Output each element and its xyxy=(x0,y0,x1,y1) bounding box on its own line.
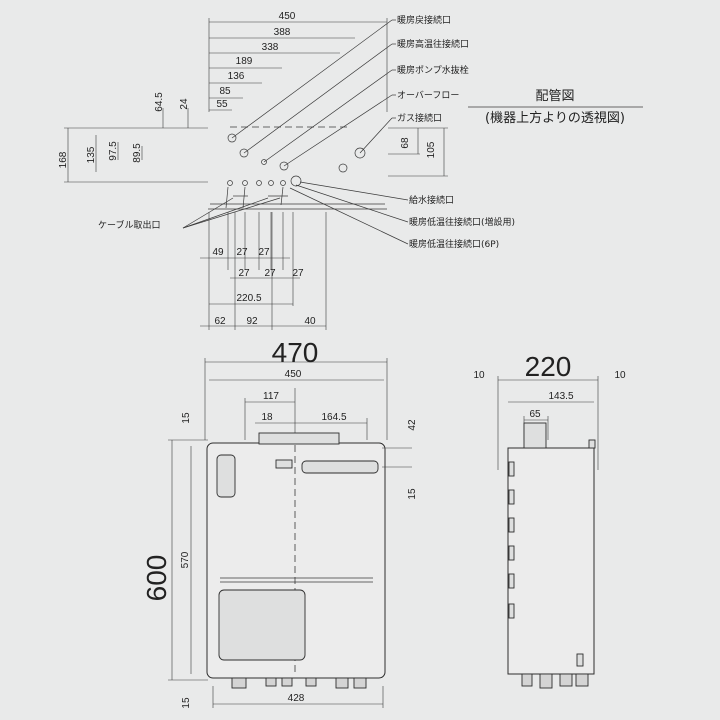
gas-port-circle-2 xyxy=(354,147,366,159)
dim-27-b: 27 xyxy=(258,247,270,258)
label-overflow: オーバーフロー xyxy=(397,90,459,101)
dim-338: 338 xyxy=(262,42,279,53)
dim-27-e: 27 xyxy=(292,268,304,279)
dim-220-5: 220.5 xyxy=(236,293,261,304)
side-back-bracket xyxy=(588,439,596,449)
leader-lines xyxy=(182,19,409,245)
side-view: 220 10 10 143.5 65 xyxy=(473,351,626,689)
piping-view: 450 388 338 189 136 85 55 64.5 24 168 13… xyxy=(58,11,643,330)
dim-143-5: 143.5 xyxy=(548,391,573,402)
dim-92: 92 xyxy=(246,316,258,327)
dim-189: 189 xyxy=(236,56,253,67)
side-body xyxy=(507,447,595,675)
dim-428: 428 xyxy=(288,693,305,704)
dim-27-d: 27 xyxy=(264,268,276,279)
label-gas: ガス接続口 xyxy=(397,112,442,124)
dim-65: 65 xyxy=(529,409,541,420)
dim-40: 40 xyxy=(304,316,316,327)
dim-220: 220 xyxy=(525,351,572,382)
label-pump-drain: 暖房ポンプ水抜栓 xyxy=(397,64,469,76)
piping-title: 配管図 xyxy=(535,89,574,104)
dim-64-5: 64.5 xyxy=(154,92,165,112)
label-heating-return: 暖房戻接続口 xyxy=(397,14,451,26)
side-fitting xyxy=(576,653,584,667)
dim-105: 105 xyxy=(426,141,437,158)
indicator-small xyxy=(275,459,293,469)
label-water-supply: 給水接続口 xyxy=(409,194,454,206)
lower-ports xyxy=(208,175,387,210)
dim-18: 18 xyxy=(261,412,273,423)
service-panel xyxy=(218,589,306,661)
dim-27-a: 27 xyxy=(236,247,248,258)
label-low-temp-6p: 暖房低温往接続口(6P) xyxy=(409,238,499,250)
dim-49: 49 xyxy=(212,247,224,258)
dim-600: 600 xyxy=(141,555,172,602)
dim-85: 85 xyxy=(219,86,231,97)
upper-ports xyxy=(227,133,366,173)
left-dimension-lines xyxy=(64,108,208,183)
dim-10-left: 10 xyxy=(473,370,485,381)
port-return-circle xyxy=(227,133,237,143)
dim-27-c: 27 xyxy=(238,268,250,279)
dim-24: 24 xyxy=(179,98,190,110)
side-top-duct xyxy=(523,422,547,449)
piping-subtitle: (機器上方よりの透視図) xyxy=(485,110,625,126)
water-supply-circle xyxy=(290,175,302,187)
bottom-connectors xyxy=(231,677,367,689)
dim-55: 55 xyxy=(216,99,228,110)
dim-117: 117 xyxy=(263,391,279,402)
label-heating-high-temp: 暖房高温往接続口 xyxy=(397,38,469,50)
window-rect xyxy=(216,454,236,498)
dim-15-top: 15 xyxy=(181,412,192,424)
dim-42: 42 xyxy=(407,419,418,431)
dim-470: 470 xyxy=(272,337,319,368)
dim-15-right: 15 xyxy=(407,488,418,500)
pump-drain-circle xyxy=(261,159,267,165)
dim-570: 570 xyxy=(180,551,191,568)
side-bottom-connectors xyxy=(521,673,589,689)
dim-135: 135 xyxy=(86,146,97,163)
dim-15-bottom: 15 xyxy=(181,697,192,709)
dim-168: 168 xyxy=(58,151,69,168)
front-view: 470 450 117 18 164.5 600 570 15 15 xyxy=(141,337,418,709)
top-dimension-lines xyxy=(208,18,388,112)
dim-10-right: 10 xyxy=(614,370,626,381)
overflow-circle xyxy=(279,161,289,171)
bottom-dimension-lines xyxy=(200,212,327,330)
dim-164-5: 164.5 xyxy=(321,412,346,423)
top-pipe-bar xyxy=(301,460,379,474)
side-ribs xyxy=(508,461,515,619)
dim-97-5: 97.5 xyxy=(108,141,119,161)
dim-89-5: 89.5 xyxy=(132,143,143,163)
dim-68: 68 xyxy=(400,137,411,149)
dim-388: 388 xyxy=(274,27,291,38)
gas-port-circle xyxy=(338,163,348,173)
label-low-temp-extension: 暖房低温往接続口(増設用) xyxy=(409,216,515,228)
top-ports-bracket xyxy=(258,432,340,445)
label-cable-outlet: ケーブル取出口 xyxy=(98,219,160,231)
dim-62: 62 xyxy=(214,316,226,327)
port-high-temp-circle xyxy=(239,148,249,158)
dim-450-top: 450 xyxy=(279,11,296,22)
dim-136: 136 xyxy=(228,71,245,82)
dim-450-front: 450 xyxy=(285,369,302,380)
